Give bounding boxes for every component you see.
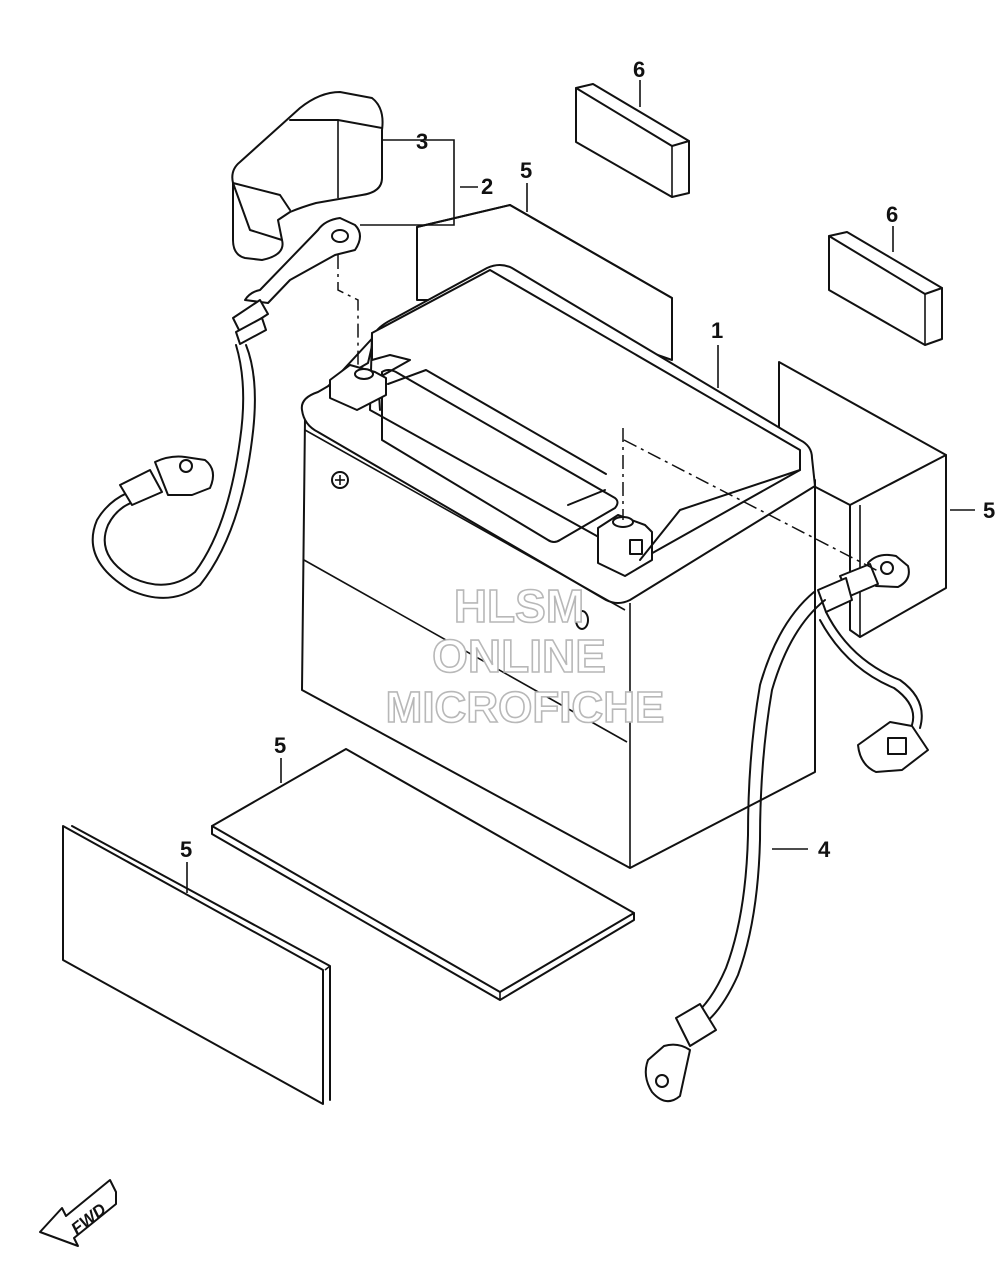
callout-6-right: 6 (886, 202, 898, 227)
pad-part-5-front (62, 825, 331, 1105)
callout-5-rear: 5 (520, 158, 532, 183)
callout-5-bottom: 5 (274, 733, 286, 758)
pad-part-5-bottom (211, 748, 635, 1001)
watermark-line-1: HLSM (454, 580, 584, 632)
watermark-line-3: MICROFICHE (386, 683, 665, 732)
callout-1: 1 (711, 318, 723, 343)
callout-4: 4 (818, 837, 831, 862)
callout-3: 3 (416, 129, 428, 154)
watermark-line-2: ONLINE (432, 630, 606, 682)
leader-lines (186, 80, 975, 893)
callout-5-right: 5 (983, 498, 995, 523)
pad-part-6-right (828, 231, 943, 346)
negative-cable-part-4 (644, 553, 929, 1103)
callout-6-upper: 6 (633, 57, 645, 82)
assembly-line-left (337, 255, 359, 370)
callout-2: 2 (481, 174, 493, 199)
callout-5-front: 5 (180, 837, 192, 862)
fwd-arrow-icon: FWD (39, 1179, 117, 1247)
pad-part-5-rear (416, 204, 673, 361)
battery-part-1 (300, 264, 816, 869)
pad-part-6-upper (575, 83, 690, 198)
positive-cable-part-2 (91, 217, 361, 599)
terminal-cover-part-3 (231, 91, 384, 261)
assembly-line-right (622, 428, 881, 573)
